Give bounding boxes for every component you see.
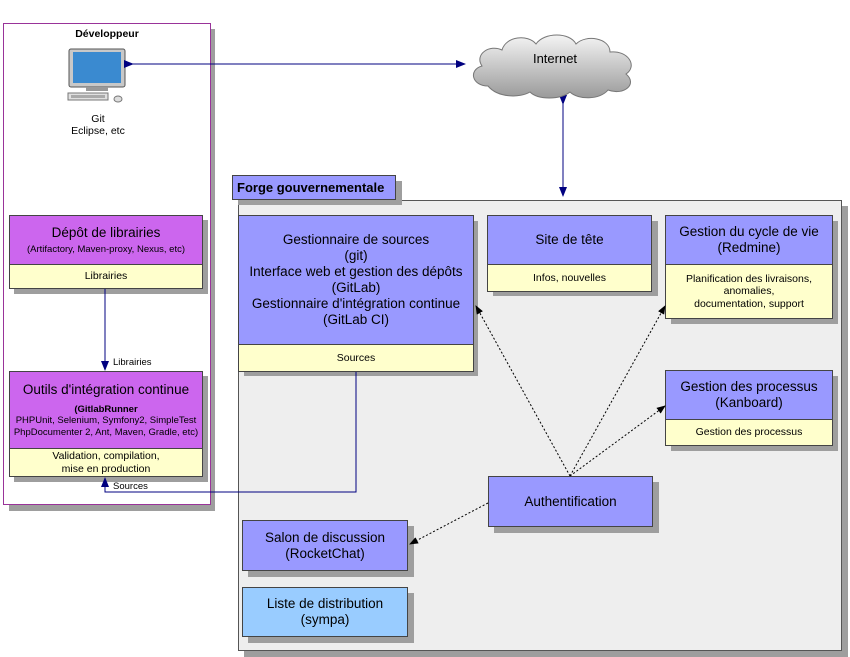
outils-title: Outils d'intégration continue <box>22 381 190 397</box>
authentification-box: Authentification <box>488 476 653 527</box>
gestionnaire-footer: Sources <box>238 345 474 372</box>
arrow-auth-gestionnaire <box>475 305 571 477</box>
developer-tools-line2: Eclipse, etc <box>71 125 125 137</box>
forge-title: Forge gouvernementale <box>232 175 396 200</box>
gestionnaire-line-5: (GitLab CI) <box>322 312 390 327</box>
processus-footer: Gestion des processus <box>665 420 833 446</box>
liste-distribution-box: Liste de distribution (sympa) <box>242 587 408 637</box>
liste-title1: Liste de distribution <box>266 596 384 611</box>
outils-box: Outils d'intégration continue (GitlabRun… <box>9 371 203 449</box>
cycle-title1: Gestion du cycle de vie <box>679 224 819 239</box>
internet-cloud-icon <box>473 34 632 99</box>
outils-line1: (GitlabRunner <box>74 403 138 415</box>
processus-box: Gestion des processus (Kanboard) <box>665 370 833 420</box>
cycle-footer1: Planification des livraisons, <box>685 272 813 285</box>
cycle-title2: (Redmine) <box>717 240 781 255</box>
gestionnaire-line-0: Gestionnaire de sources <box>282 232 430 247</box>
outils-line3: PhpDocumenter 2, Ant, Maven, Gradle, etc… <box>13 426 199 438</box>
outils-line2: PHPUnit, Selenium, Symfony2, SimpleTest <box>15 415 197 427</box>
link-librairies-label: Librairies <box>113 357 152 368</box>
outils-footer: Validation, compilation, mise en product… <box>9 449 203 477</box>
cycle-footer2: anomalies, <box>723 285 775 298</box>
computer-icon <box>67 48 126 103</box>
cycle-vie-box: Gestion du cycle de vie (Redmine) <box>665 215 833 265</box>
processus-title1: Gestion des processus <box>680 379 818 394</box>
cycle-footer: Planification des livraisons, anomalies,… <box>665 265 833 319</box>
arrow-auth-salon <box>409 502 489 545</box>
depot-subtitle: (Artifactory, Maven-proxy, Nexus, etc) <box>26 243 186 255</box>
gestionnaire-sources-box: Gestionnaire de sources (git) Interface … <box>238 215 474 345</box>
link-sources-label: Sources <box>113 481 148 492</box>
gestionnaire-line-4: Gestionnaire d'intégration continue <box>251 296 461 311</box>
salon-title2: (RocketChat) <box>285 545 365 561</box>
arrow-auth-cycle <box>569 305 666 477</box>
liste-title2: (sympa) <box>300 612 350 627</box>
gestionnaire-line-1: (git) <box>344 248 368 263</box>
site-tete-box: Site de tête <box>487 215 652 265</box>
outils-footer-line1: Validation, compilation, <box>52 450 160 462</box>
site-footer: Infos, nouvelles <box>487 265 652 292</box>
developer-tools-line1: Git <box>91 113 105 125</box>
gestionnaire-line-3: (GitLab) <box>331 280 381 295</box>
cycle-footer3: documentation, support <box>694 297 804 310</box>
arrow-auth-processus <box>569 405 666 477</box>
developer-title: Développeur <box>75 28 139 40</box>
depot-footer: Librairies <box>9 265 203 289</box>
processus-title2: (Kanboard) <box>715 395 783 410</box>
salon-discussion-box: Salon de discussion (RocketChat) <box>242 520 408 571</box>
gestionnaire-line-2: Interface web et gestion des dépôts <box>249 264 463 279</box>
depot-title: Dépôt de librairies <box>51 224 161 240</box>
internet-label: Internet <box>532 50 578 66</box>
depot-librairies-box: Dépôt de librairies (Artifactory, Maven-… <box>9 215 203 265</box>
outils-footer-line2: mise en production <box>61 462 151 475</box>
arrow-sources-outils <box>101 372 357 493</box>
salon-title1: Salon de discussion <box>264 529 386 545</box>
